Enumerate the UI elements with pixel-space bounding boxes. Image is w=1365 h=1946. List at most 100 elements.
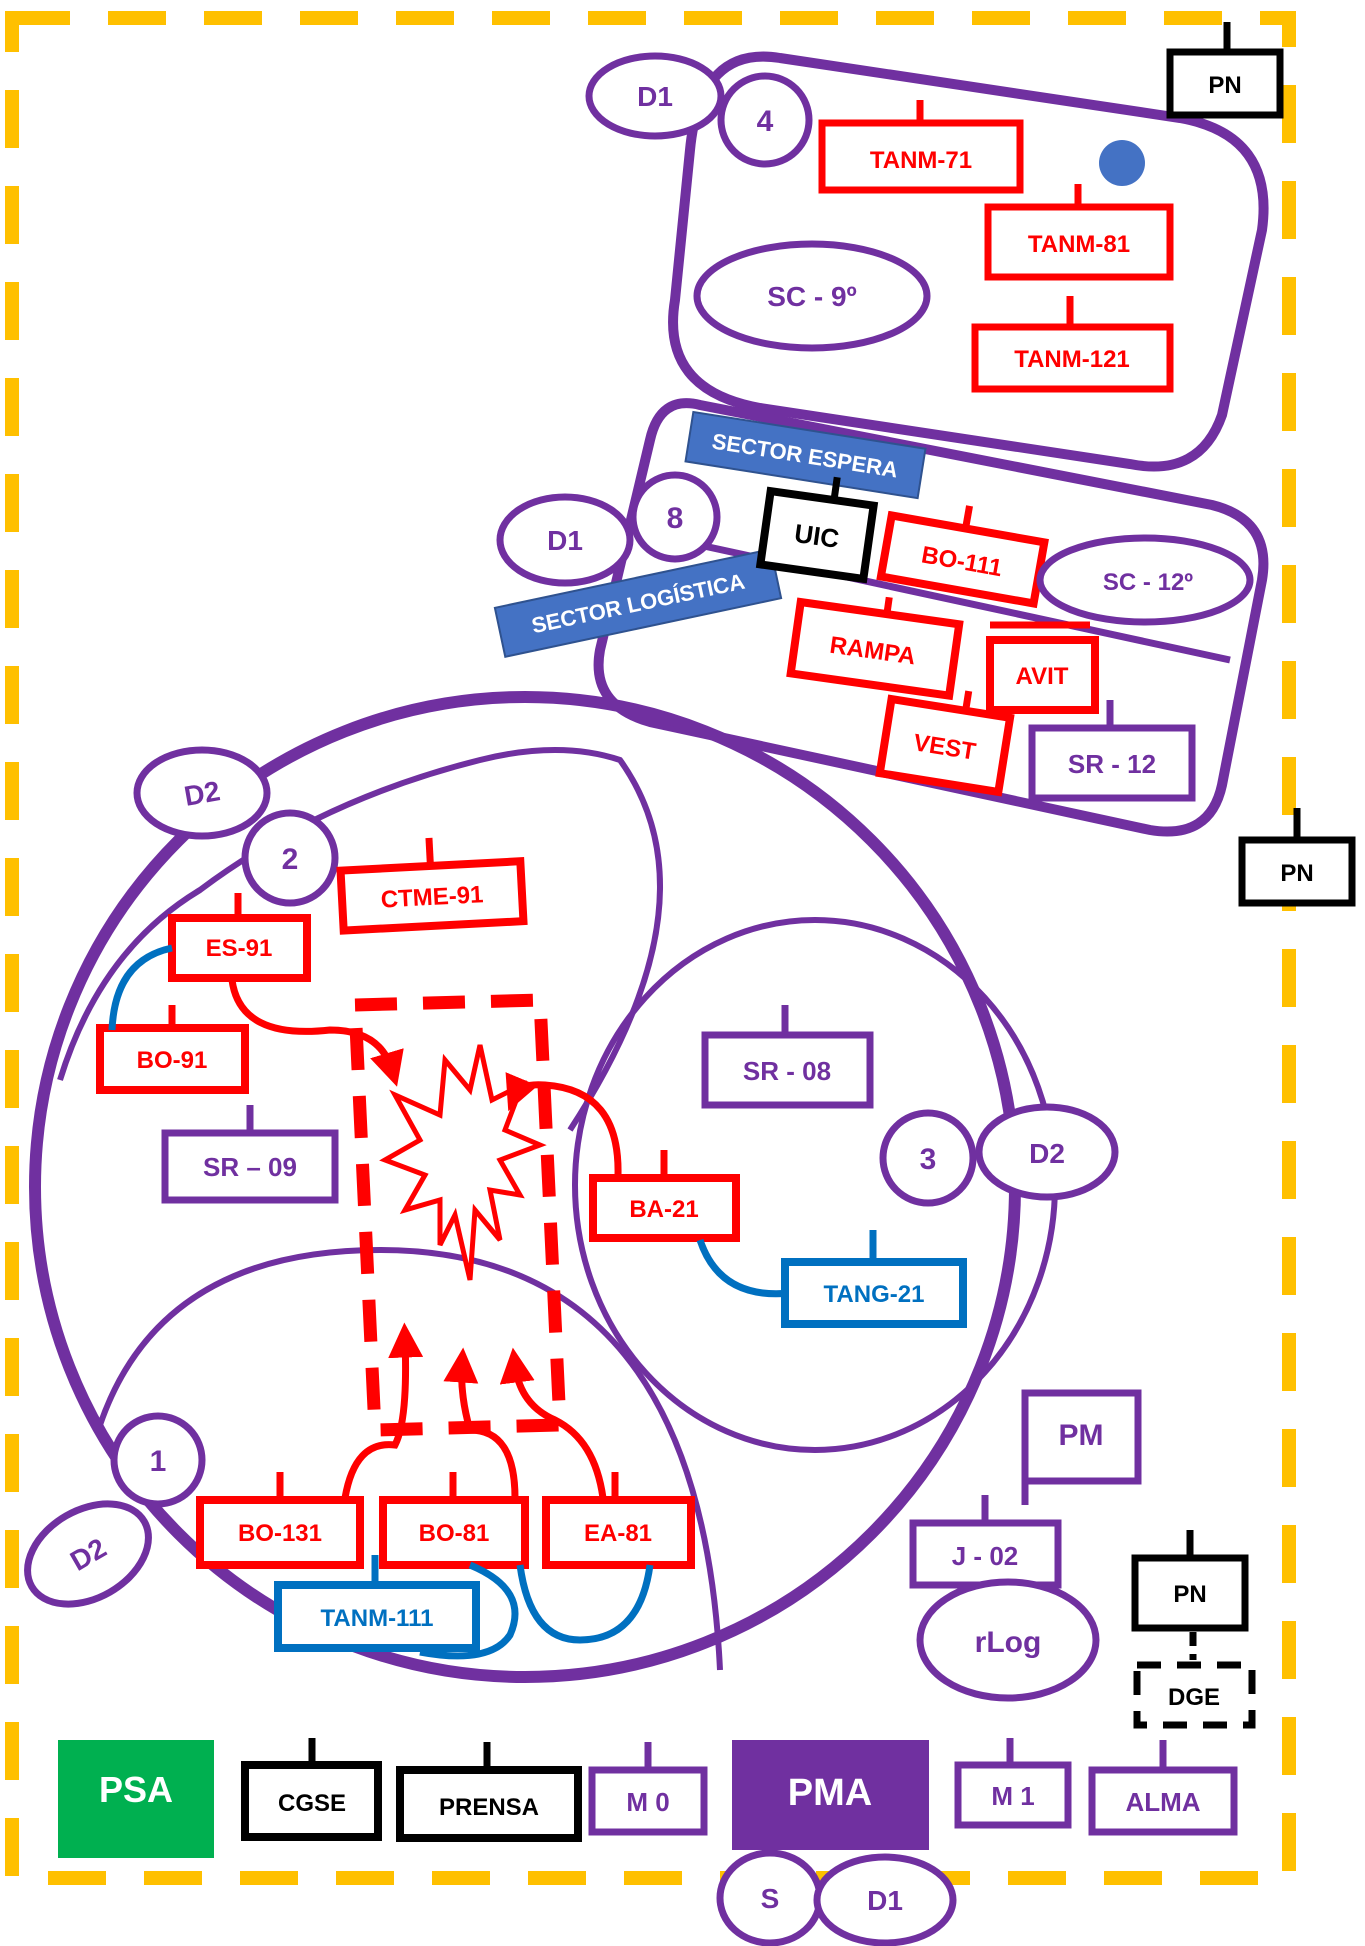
unit-rampa — [786, 597, 964, 701]
arrow-ba21-incident — [505, 1072, 622, 1176]
zone-8-number: 8 — [667, 502, 684, 535]
unit-tanm-111-label: TANM-111 — [321, 1605, 434, 1632]
zone-2-number: 2 — [282, 843, 299, 876]
unit-m1 — [954, 1761, 1072, 1829]
logistics-column: PM J - 02 rLog PN DGE — [909, 1389, 1256, 1729]
unit-ea-81-label: EA-81 — [584, 1520, 652, 1547]
unit-bo-91 — [96, 1024, 249, 1094]
bottom-bar: PSA CGSE PRENSA M 0 PMA S D1 M 1 ALMA — [58, 1738, 1238, 1946]
zone-4: D1 4 TANM-71 TANM-81 TANM-121 SC - 9º — [585, 51, 1269, 472]
unit-bo-81 — [379, 1496, 529, 1569]
unit-es-91-label: ES-91 — [206, 935, 273, 962]
psa-label: PSA — [99, 1769, 173, 1810]
zone-4-tag: D1 — [637, 81, 673, 112]
zone-4-tag-ellipse — [585, 52, 725, 140]
unit-prensa-label: PRENSA — [439, 1794, 539, 1821]
zone-4-number: 4 — [757, 105, 774, 138]
unit-tanm-81 — [984, 203, 1174, 281]
unit-prensa — [396, 1766, 582, 1842]
pn-bottom-label: PN — [1173, 1581, 1206, 1608]
zone-2-tag-ellipse — [133, 746, 271, 840]
zone-8-tag: D1 — [547, 525, 583, 556]
zone-2-tag: D2 — [182, 775, 223, 812]
unit-sr-12 — [1028, 724, 1196, 802]
zone-3-number: 3 — [920, 1143, 937, 1176]
link-bo81-tanm111 — [419, 1561, 519, 1660]
unit-sr-12-label: SR - 12 — [1068, 749, 1156, 779]
zone-3-number-circle — [879, 1109, 977, 1207]
zone-1-tag-ellipse — [24, 1500, 152, 1608]
zone-8-divider — [629, 526, 1231, 664]
d1-ellipse — [813, 1853, 957, 1946]
pn-top-box — [1166, 48, 1284, 119]
pma-label: PMA — [788, 1772, 872, 1814]
rlog-label: rLog — [975, 1626, 1042, 1659]
unit-sr-09-label: SR – 09 — [203, 1152, 297, 1182]
unit-bo-91-label: BO-91 — [137, 1047, 208, 1074]
zone-1-arc — [97, 1246, 723, 1671]
unit-m0 — [588, 1766, 708, 1836]
pn-bottom-box — [1131, 1554, 1249, 1632]
unit-alma — [1088, 1766, 1238, 1836]
unit-ba-21-label: BA-21 — [629, 1196, 698, 1223]
unit-ctme-91 — [336, 857, 528, 935]
unit-pm-label: PM — [1059, 1419, 1104, 1452]
unit-sr-09 — [161, 1129, 339, 1204]
zone-1-number: 1 — [150, 1445, 167, 1478]
pn-right-box — [1238, 836, 1356, 907]
sector-logistica-banner — [493, 548, 783, 658]
unit-tanm-121-label: TANM-121 — [1014, 346, 1130, 373]
unit-bo-131 — [196, 1496, 364, 1569]
sc-9-label: SC - 9º — [767, 281, 857, 312]
unit-tanm-121 — [971, 323, 1174, 393]
zone-8-boundary — [593, 398, 1269, 837]
link-ba21-tang21 — [696, 1238, 791, 1298]
unit-tanm-71-label: TANM-71 — [870, 147, 972, 174]
unit-bo-131-label: BO-131 — [238, 1520, 322, 1547]
unit-bo-81-label: BO-81 — [419, 1520, 490, 1547]
unit-ba-21 — [589, 1174, 740, 1242]
zone-3-tag-ellipse — [975, 1103, 1119, 1201]
zone-3-tag: D2 — [1029, 1138, 1065, 1169]
unit-ctme-91-label: CTME-91 — [380, 881, 484, 913]
zone-8-tag-ellipse — [496, 493, 634, 587]
arrow-es91-incident — [228, 979, 404, 1087]
unit-ea-81 — [542, 1496, 695, 1569]
unit-alma-label: ALMA — [1125, 1787, 1200, 1817]
unit-uic — [755, 486, 879, 584]
pn-right-label: PN — [1280, 860, 1313, 887]
unit-vest — [875, 694, 1015, 797]
arrow-bo81-incident — [443, 1347, 519, 1499]
pn-top-label: PN — [1208, 72, 1241, 99]
unit-j-02-label: J - 02 — [952, 1541, 1019, 1571]
unit-sr-08-label: SR - 08 — [743, 1056, 831, 1086]
explosion-icon — [379, 1044, 547, 1281]
unit-cgse — [241, 1761, 382, 1841]
unit-pm — [1021, 1389, 1142, 1485]
pma-box — [732, 1740, 929, 1850]
link-ea81-tanm111 — [516, 1564, 654, 1644]
s-label: S — [761, 1883, 780, 1914]
unit-tang-21-label: TANG-21 — [824, 1281, 925, 1308]
unit-cgse-label: CGSE — [278, 1790, 346, 1817]
unit-sr-08 — [701, 1031, 874, 1109]
unit-avit — [986, 636, 1099, 714]
zone-2-number-circle — [241, 809, 339, 907]
zone-8-number-circle — [629, 471, 721, 563]
zone-8: D1 8 SECTOR ESPERA SECTOR LOGÍSTICA UIC … — [493, 398, 1269, 837]
sector-espera-banner — [684, 410, 927, 500]
zone-4-number-circle — [717, 72, 813, 168]
zone-2-arc — [57, 747, 663, 1132]
unit-tanm-81-label: TANM-81 — [1028, 231, 1130, 258]
link-es91-bo91 — [108, 944, 173, 1031]
unit-dge-label: DGE — [1168, 1684, 1220, 1711]
psa-box — [58, 1740, 214, 1858]
marker-dot — [1099, 140, 1145, 186]
unit-dge — [1133, 1661, 1256, 1729]
outer-perimeter — [5, 11, 1296, 1885]
sc-12-label: SC - 12º — [1103, 569, 1193, 596]
unit-m0-label: M 0 — [626, 1787, 669, 1817]
pn-top: PN — [1166, 22, 1284, 119]
sc-12-ellipse — [1036, 534, 1254, 626]
